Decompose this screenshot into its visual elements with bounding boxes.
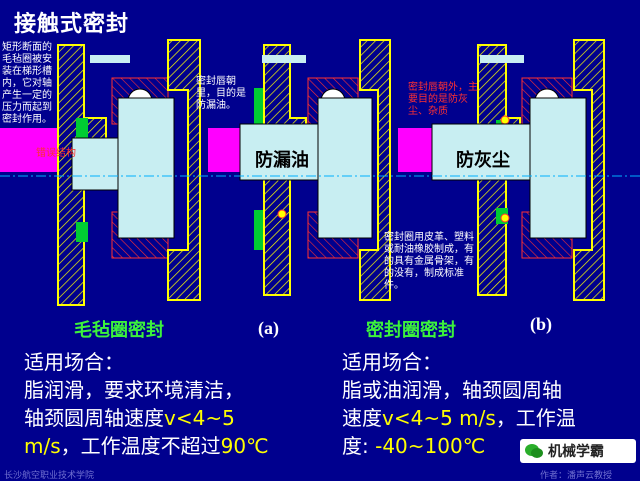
lip-seal-assembly-a — [208, 39, 391, 301]
spring-b-bottom — [500, 213, 510, 223]
left-heading: 适用场合： — [24, 350, 124, 374]
caption-a: (a) — [258, 318, 279, 338]
note-lip-inward: 密封唇朝里，目的是防漏油。 — [196, 76, 246, 111]
left-usage-block: 适用场合： 脂润滑，要求环境清洁， 轴颈圆周轴速度v<4~5 m/s，工作温度不… — [24, 348, 269, 460]
shaft-body-a — [317, 97, 373, 239]
lip-seal-assembly-b — [398, 39, 605, 301]
housing-right-a — [359, 39, 391, 301]
shaft-end-b — [398, 128, 434, 172]
spring-b-top — [500, 115, 510, 125]
label-dust: 防灰尘 — [456, 150, 510, 171]
shaft-neck-a — [239, 123, 321, 181]
footer-left: 长沙航空职业技术学院 — [4, 471, 95, 481]
felt-seal-assembly — [0, 39, 201, 306]
label-oil-leak: 防漏油 — [255, 150, 309, 171]
shaft-neck-b — [431, 123, 533, 181]
caption-ring-seal: 密封圈密封 — [366, 320, 456, 341]
right-line-1: 脂或油润滑，轴颈圆周轴 — [342, 378, 562, 402]
badge-text: 机械学霸 — [548, 444, 604, 460]
footer-right: 作者：潘声云教授 — [540, 471, 613, 481]
page-title: 接触式密封 — [14, 12, 130, 37]
felt-ring-top — [76, 118, 88, 138]
bolt-1 — [90, 55, 130, 63]
shaft-body-1 — [117, 97, 175, 239]
right-usage-block: 适用场合： 脂或油润滑，轴颈圆周轴 速度v<4~5 m/s，工作温 度: -40… — [342, 348, 576, 460]
right-line-3: 度: -40~100℃ — [342, 434, 486, 458]
caption-felt-seal: 毛毡圈密封 — [74, 320, 164, 341]
note-felt-shape: 矩形断面的毛毡圈被安装在梯形槽内，它对轴产生一定的压力而起到密封作用。 — [2, 42, 52, 125]
felt-ring-bottom — [76, 222, 88, 242]
housing-right-b — [573, 39, 605, 301]
note-lip-outward: 密封唇朝外，主要目的是防灰尘、杂质 — [408, 82, 478, 117]
bolt-a — [262, 55, 306, 63]
shaft-end-left — [0, 128, 60, 172]
bolt-b — [480, 55, 524, 63]
left-line-2: 轴颈圆周轴速度v<4~5 — [24, 406, 235, 430]
shaft-neck-1 — [71, 137, 119, 191]
left-line-3: m/s，工作温度不超过90℃ — [24, 434, 269, 458]
note-seal-material: 密封圈用皮革、塑料或耐油橡胶制成，有的具有金属骨架，有的没有，制成标准件。 — [384, 232, 474, 291]
spring-a-bottom — [277, 209, 287, 219]
right-line-2: 速度v<4~5 m/s，工作温 — [342, 406, 576, 430]
housing-right-1 — [167, 39, 201, 301]
shaft-body-b — [529, 97, 587, 239]
caption-b: (b) — [530, 314, 552, 334]
wechat-badge: 机械学霸 — [520, 439, 636, 463]
wechat-icon — [525, 444, 543, 458]
right-heading: 适用场合： — [342, 350, 442, 374]
note-faulty-structure: 错误结构 — [36, 148, 76, 159]
left-line-1: 脂润滑，要求环境清洁， — [24, 378, 244, 402]
